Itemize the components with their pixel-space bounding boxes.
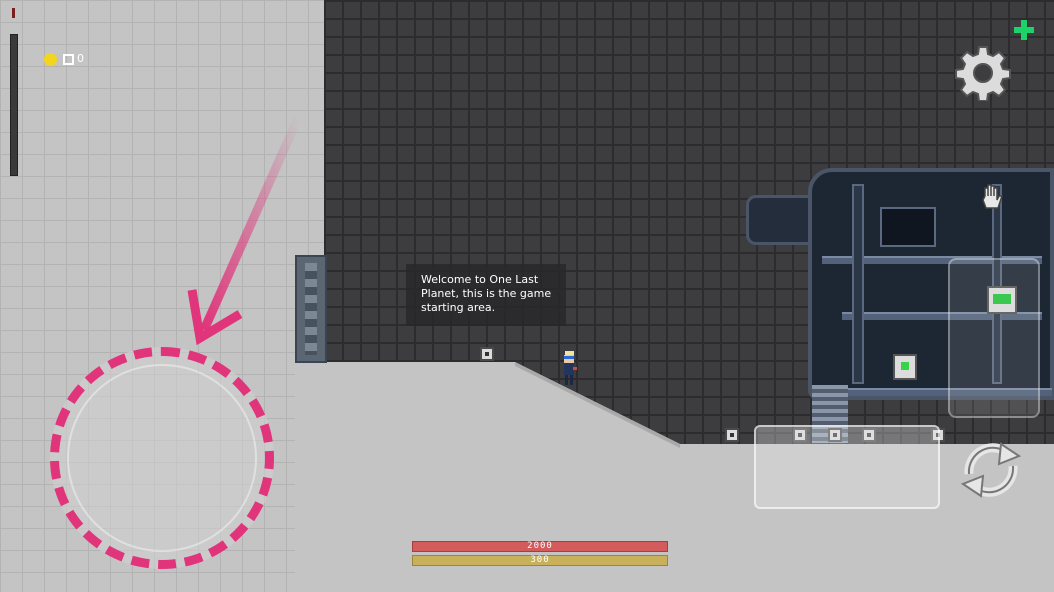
ship-lower-deck bbox=[812, 388, 1052, 396]
floor-device[interactable] bbox=[862, 428, 876, 442]
ship-middle-deck bbox=[842, 312, 1042, 320]
jump-touch-zone[interactable] bbox=[948, 258, 1040, 418]
coin-icon bbox=[44, 53, 57, 66]
coin-count: 0 bbox=[77, 52, 84, 65]
guide-arrow-icon bbox=[187, 116, 303, 346]
swap-arrows-icon[interactable] bbox=[955, 434, 1027, 506]
ship-upper-deck bbox=[822, 256, 1042, 264]
airlock-door bbox=[295, 255, 327, 363]
gear-icon[interactable] bbox=[955, 45, 1011, 101]
player-character bbox=[564, 351, 577, 385]
floor-device[interactable] bbox=[725, 428, 739, 442]
ship-window bbox=[880, 207, 936, 247]
tutorial-message: Welcome to One Last Planet, this is the … bbox=[406, 264, 566, 326]
virtual-joystick[interactable] bbox=[50, 347, 274, 569]
ship-terminal[interactable] bbox=[987, 286, 1017, 314]
health-bar: 2000 bbox=[412, 541, 668, 552]
vertical-gauge bbox=[10, 34, 18, 176]
tutorial-line: Planet, this is the game bbox=[421, 287, 552, 300]
chip-icon bbox=[63, 54, 74, 65]
ship-pillar-right bbox=[992, 184, 1002, 384]
floor-device[interactable] bbox=[828, 428, 842, 442]
hand-icon[interactable] bbox=[976, 182, 1008, 214]
action-touch-zone[interactable] bbox=[754, 425, 940, 509]
floor-device[interactable] bbox=[793, 428, 807, 442]
spaceship-structure bbox=[808, 168, 1054, 400]
ship-robot[interactable] bbox=[893, 354, 917, 380]
tutorial-line: starting area. bbox=[421, 301, 496, 314]
energy-value: 300 bbox=[530, 555, 550, 565]
health-value: 2000 bbox=[527, 541, 553, 551]
energy-bar: 300 bbox=[412, 555, 668, 566]
plus-status-icon bbox=[1014, 20, 1034, 40]
floor-device[interactable] bbox=[480, 347, 494, 361]
health-tick bbox=[12, 8, 15, 18]
tutorial-line: Welcome to One Last bbox=[421, 273, 539, 286]
ship-pillar-left bbox=[852, 184, 864, 384]
